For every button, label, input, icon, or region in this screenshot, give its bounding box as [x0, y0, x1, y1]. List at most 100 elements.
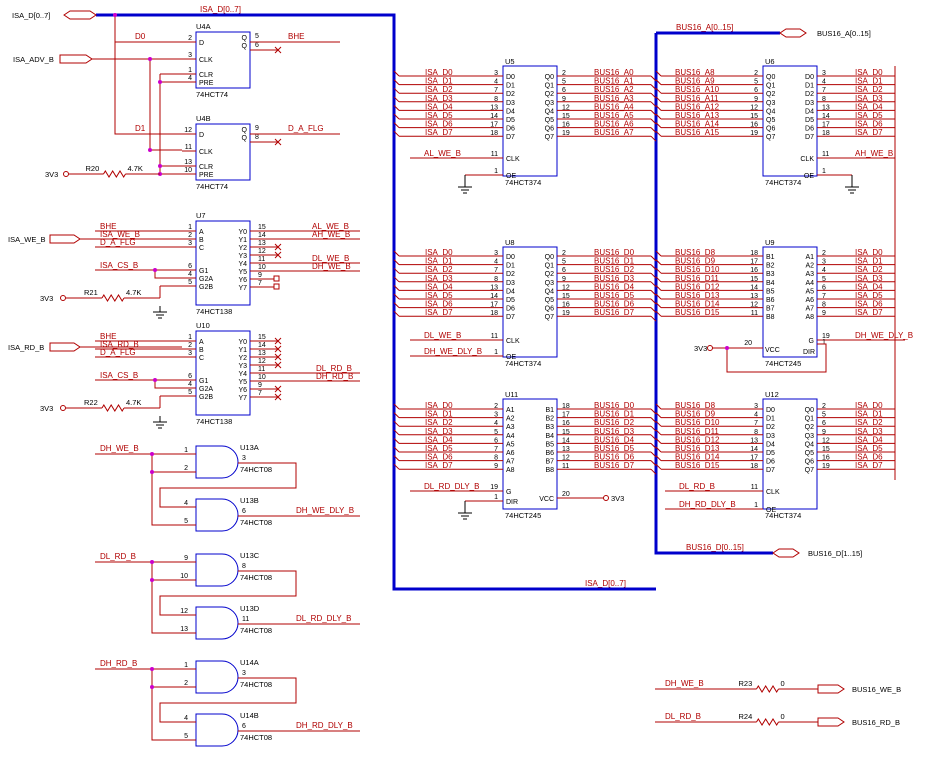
- pin-name: D: [199, 132, 204, 139]
- net-label: BUS16_A14: [675, 120, 720, 129]
- pin-name: Q5: [805, 450, 814, 457]
- bus-entry: [655, 293, 662, 300]
- pin-number: 4: [188, 381, 192, 388]
- pin-number: 6: [255, 42, 259, 49]
- pin-name: D1: [766, 416, 775, 423]
- part-number: 74HCT138: [196, 417, 232, 426]
- pin-number: 11: [822, 151, 829, 158]
- pin-number: 5: [255, 33, 259, 40]
- bus-entry: [650, 460, 657, 466]
- power-label: 3V3: [40, 294, 53, 303]
- pin-number: 7: [822, 87, 826, 94]
- bus-entry: [393, 438, 400, 444]
- bus-entry: [393, 420, 400, 427]
- pin-name: Y0: [238, 339, 247, 346]
- pin-name: G1: [199, 378, 208, 385]
- net-label: BUS16_D15: [675, 461, 720, 470]
- junction-dot: [150, 685, 154, 689]
- power-label: 3V3: [611, 494, 624, 503]
- wire: [151, 687, 174, 741]
- pin-name: D7: [805, 134, 814, 141]
- pin-number: 2: [188, 232, 192, 239]
- net-label: ISA_D1: [425, 77, 453, 86]
- pin-name: CLK: [199, 57, 213, 64]
- net-label: DH_RD_B: [316, 372, 353, 381]
- flipflop-body: [195, 123, 251, 181]
- pin-number: 15: [562, 429, 570, 436]
- pin-number: 1: [188, 334, 192, 341]
- pin-number: 16: [562, 420, 570, 427]
- pin-name: A6: [805, 297, 814, 304]
- bus-entry: [655, 403, 662, 410]
- ref-designator: U8: [505, 238, 515, 247]
- pin-number: 3: [754, 403, 758, 410]
- pin-number: 17: [562, 412, 570, 419]
- net-label: AH_WE_B: [312, 230, 350, 239]
- pin-number: 4: [494, 79, 498, 86]
- input-port: [49, 234, 81, 244]
- pin-name: D: [199, 40, 204, 47]
- pin-number: 18: [490, 130, 498, 137]
- resistor-r20: [103, 170, 126, 178]
- pin-name: Q3: [805, 433, 814, 440]
- bus-entry: [393, 122, 400, 128]
- pin-number: 9: [754, 96, 758, 103]
- net-label: BHE: [288, 32, 304, 41]
- pin-number: 6: [822, 420, 826, 427]
- pin-number: 9: [822, 429, 826, 436]
- pin-number: 19: [822, 463, 830, 470]
- ref-designator: U14B: [240, 711, 259, 720]
- part-number: 74HCT74: [196, 90, 228, 99]
- bus-entry: [393, 302, 400, 308]
- pin-number: 19: [562, 130, 570, 137]
- pin-number: 12: [258, 248, 266, 255]
- no-connect-mark: [274, 385, 282, 393]
- bus-entry: [650, 264, 657, 270]
- resistor-value: 4.7K: [126, 398, 141, 407]
- isa-d-bus: [96, 13, 656, 591]
- pin-number: 4: [188, 271, 192, 278]
- bus-entry: [650, 468, 657, 475]
- bus-entry: [655, 259, 662, 265]
- net-label: AL_WE_B: [312, 222, 349, 231]
- pin-number: 7: [494, 267, 498, 274]
- pin-name: A5: [506, 441, 515, 448]
- net-label: ISA_D0: [855, 248, 883, 257]
- junction-dot: [153, 378, 157, 382]
- pin-number: 11: [751, 484, 758, 491]
- pin-number: 17: [490, 302, 498, 309]
- pin-name: Q2: [545, 91, 554, 98]
- part-number: 74HCT08: [240, 573, 272, 582]
- resistor-ref: R21: [84, 288, 98, 297]
- pin-name: Y4: [238, 261, 247, 268]
- pin-number: 3: [494, 412, 498, 419]
- pin-number: 13: [490, 284, 498, 291]
- pin-number: 2: [822, 250, 826, 257]
- bus-entry: [650, 290, 657, 296]
- net-label: ISA_D3: [425, 427, 453, 436]
- wire: [159, 677, 297, 723]
- resistor-value: 4.7K: [128, 164, 143, 173]
- register-u5: [502, 65, 558, 177]
- net-label: DL_RD_B: [100, 552, 136, 561]
- flipflop-body: [195, 31, 251, 89]
- pin-name: A3: [506, 424, 515, 431]
- pin-number: 13: [562, 446, 570, 453]
- net-label: BUS16_A11: [675, 94, 719, 103]
- pin-number: 13: [184, 159, 192, 166]
- pin-number: 11: [562, 463, 569, 470]
- net-label: ISA_D2: [425, 85, 453, 94]
- decoder-body: [195, 330, 251, 416]
- bus-entry: [655, 302, 662, 308]
- ref-designator: U14A: [240, 658, 259, 667]
- bus16-bus: [654, 33, 773, 555]
- pin-name: D3: [506, 100, 515, 107]
- pin-name: Y2: [238, 355, 247, 362]
- pin-name: B1: [545, 407, 554, 414]
- pin-name: B7: [766, 306, 775, 313]
- pin-number: 10: [258, 374, 266, 381]
- pin-number: 9: [494, 463, 498, 470]
- pin-name: Y3: [238, 363, 247, 370]
- pin-name: Y0: [238, 229, 247, 236]
- pin-number: 2: [822, 403, 826, 410]
